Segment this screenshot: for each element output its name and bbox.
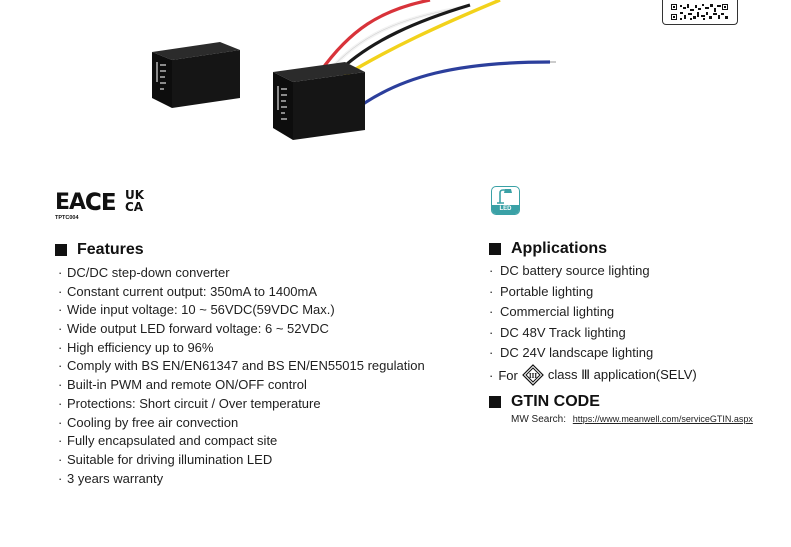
features-list: ·DC/DC step-down converter ·Constant cur…: [58, 264, 425, 488]
ukca-top: UK: [125, 188, 145, 202]
list-item: ·DC battery source lighting: [489, 263, 650, 278]
led-badge-label: LED: [492, 205, 519, 214]
ce-mark: CE: [85, 190, 117, 216]
list-item: ·Fully encapsulated and compact site: [58, 433, 278, 449]
list-item: ·Cooling by free air convection: [58, 414, 239, 430]
features-heading: Features: [55, 241, 144, 259]
list-item: ·DC 24V landscape lighting: [489, 345, 654, 360]
bullet: ·: [489, 367, 494, 383]
list-item: ·Suitable for driving illumination LED: [58, 451, 273, 467]
list-item: ·Comply with BS EN/EN61347 and BS EN/EN5…: [58, 358, 425, 374]
square-bullet-icon: [55, 244, 67, 256]
product-photo: [152, 0, 556, 140]
driver-module-left: [152, 42, 240, 108]
selv-class-line: · For III class Ⅲ application(SELV): [489, 364, 697, 386]
gtin-search-link[interactable]: https://www.meanwell.com/serviceGTIN.asp…: [572, 414, 753, 424]
ukca-mark: UK CA: [125, 189, 151, 213]
for-suffix: class Ⅲ application(SELV): [547, 367, 697, 382]
applications-title: Applications: [511, 240, 608, 257]
tptc-label: TPTC004: [55, 215, 79, 221]
class-iii-icon: III: [521, 364, 544, 386]
applications-list: ·DC battery source lighting ·Portable li…: [489, 261, 653, 364]
list-item: ·Protections: Short circuit / Over tempe…: [58, 395, 321, 411]
class-iii-symbol: III: [529, 372, 537, 380]
applications-heading: Applications: [489, 240, 607, 258]
led-application-badge: LED: [491, 186, 520, 215]
list-item: ·Wide output LED forward voltage: 6 ~ 52…: [58, 321, 329, 337]
eac-mark: EAC: [55, 190, 101, 215]
qr-code[interactable]: [662, 0, 738, 25]
list-item: ·DC 48V Track lighting: [489, 324, 626, 340]
list-item: ·Built-in PWM and remote ON/OFF control: [58, 377, 307, 393]
mw-search-line: MW Search: https://www.meanwell.com/serv…: [511, 414, 753, 425]
list-item: ·3 years warranty: [58, 470, 164, 486]
list-item: ·High efficiency up to 96%: [58, 339, 214, 355]
ukca-bottom: CA: [125, 200, 144, 214]
driver-module-right: [273, 62, 365, 140]
gtin-title: GTIN CODE: [511, 393, 600, 410]
qr-code-icon: [671, 4, 728, 20]
list-item: ·Constant current output: 350mA to 1400m…: [58, 283, 318, 299]
list-item: ·Commercial lighting: [489, 304, 615, 319]
list-item: ·DC/DC step-down converter: [58, 265, 230, 280]
mw-search-label: MW Search:: [511, 414, 567, 425]
features-title: Features: [77, 241, 144, 258]
list-item: ·Wide input voltage: 10 ~ 56VDC(59VDC Ma…: [58, 302, 335, 318]
square-bullet-icon: [489, 396, 501, 408]
certification-marks: EAC CE UK CA TPTC004: [55, 189, 165, 226]
for-prefix: For: [498, 367, 518, 383]
gtin-heading: GTIN CODE: [489, 393, 600, 411]
square-bullet-icon: [489, 243, 501, 255]
list-item: ·Portable lighting: [489, 283, 594, 299]
lamp-icon: [497, 189, 512, 204]
